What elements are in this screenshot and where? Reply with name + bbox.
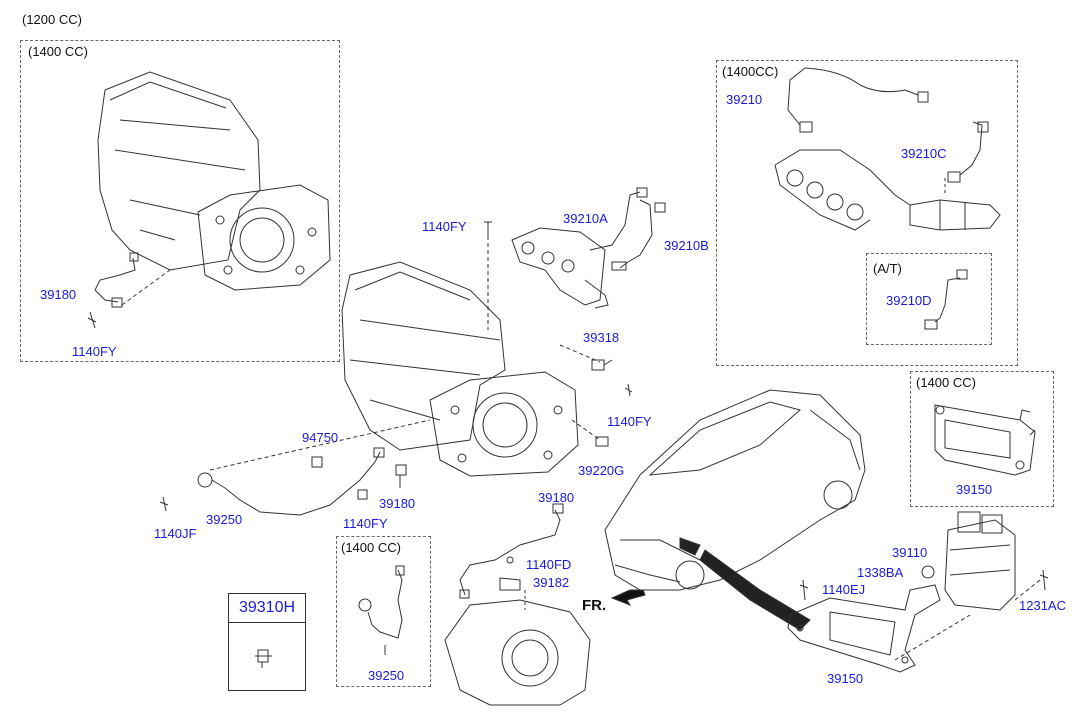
ecu-module bbox=[944, 511, 1016, 611]
sensor-icon bbox=[255, 649, 272, 668]
sensor-94750 bbox=[311, 456, 323, 468]
part-39180-mid[interactable]: 39180 bbox=[379, 496, 416, 511]
box-1400cc-topright bbox=[716, 60, 1018, 366]
box-at bbox=[866, 253, 992, 345]
part-1140fy-mid[interactable]: 1140FY bbox=[343, 516, 388, 531]
front-direction-label: FR. bbox=[582, 597, 607, 614]
part-39318[interactable]: 39318 bbox=[583, 330, 620, 345]
part-39150-box[interactable]: 39150 bbox=[956, 482, 993, 497]
knock-sensor-box bbox=[358, 565, 405, 655]
exhaust-manifold-center bbox=[511, 187, 666, 309]
part-39210c[interactable]: 39210C bbox=[901, 146, 947, 161]
part-39250-box[interactable]: 39250 bbox=[368, 668, 405, 683]
heading-1400cc-ecu: (1400 CC) bbox=[916, 375, 976, 390]
nut-1338ba bbox=[921, 565, 935, 579]
callout-arrow bbox=[699, 549, 811, 631]
part-1140fy-right[interactable]: 1140FY bbox=[607, 414, 652, 429]
box-1400cc-ecu bbox=[910, 371, 1054, 507]
ecu-bracket-box bbox=[934, 404, 1036, 476]
front-arrow-icon bbox=[610, 589, 646, 606]
legend-box: 39310H bbox=[228, 593, 306, 691]
oxygen-sensor-at bbox=[924, 269, 968, 330]
part-1140ej[interactable]: 1140EJ bbox=[822, 582, 866, 597]
sensor-39220g bbox=[595, 436, 609, 447]
part-39150[interactable]: 39150 bbox=[827, 671, 864, 686]
part-39210b[interactable]: 39210B bbox=[664, 238, 709, 253]
part-39110[interactable]: 39110 bbox=[892, 545, 928, 560]
sensor-39318 bbox=[591, 359, 605, 371]
part-39220g[interactable]: 39220G bbox=[578, 463, 625, 478]
part-39180-left[interactable]: 39180 bbox=[40, 287, 77, 302]
engine-block-left bbox=[97, 71, 331, 291]
transmission bbox=[444, 503, 591, 706]
part-39210[interactable]: 39210 bbox=[726, 92, 763, 107]
ecu-bracket bbox=[787, 584, 941, 673]
part-1231ac[interactable]: 1231AC bbox=[1019, 598, 1066, 613]
part-94750[interactable]: 94750 bbox=[302, 430, 339, 445]
part-1140fd[interactable]: 1140FD bbox=[526, 557, 572, 572]
part-39180-trans[interactable]: 39180 bbox=[538, 490, 575, 505]
legend-part-number[interactable]: 39310H bbox=[229, 594, 305, 623]
part-39250[interactable]: 39250 bbox=[206, 512, 243, 527]
heading-1400cc-topright: (1400CC) bbox=[722, 64, 779, 79]
sensor-39180-left bbox=[87, 252, 171, 329]
heading-at: (A/T) bbox=[873, 261, 902, 276]
heading-1200cc: (1200 CC) bbox=[22, 12, 82, 27]
box-1400cc-left bbox=[20, 40, 340, 362]
knock-sensor-39250 bbox=[159, 419, 431, 516]
part-1338ba[interactable]: 1338BA bbox=[857, 565, 904, 580]
part-1140fy-left[interactable]: 1140FY bbox=[72, 344, 117, 359]
part-1140fy-top[interactable]: 1140FY bbox=[422, 219, 467, 234]
engine-block-center bbox=[341, 261, 579, 477]
part-39210d[interactable]: 39210D bbox=[886, 293, 932, 308]
box-1400cc-knock bbox=[336, 536, 431, 687]
heading-1400cc-left: (1400 CC) bbox=[28, 44, 88, 59]
part-39210a[interactable]: 39210A bbox=[563, 211, 608, 226]
heading-1400cc-knock: (1400 CC) bbox=[341, 540, 401, 555]
sensor-39180-mid bbox=[395, 464, 407, 476]
part-39182[interactable]: 39182 bbox=[533, 575, 570, 590]
car-illustration bbox=[604, 389, 866, 591]
exhaust-manifold-right bbox=[774, 67, 1001, 231]
part-1140jf[interactable]: 1140JF bbox=[154, 526, 197, 541]
